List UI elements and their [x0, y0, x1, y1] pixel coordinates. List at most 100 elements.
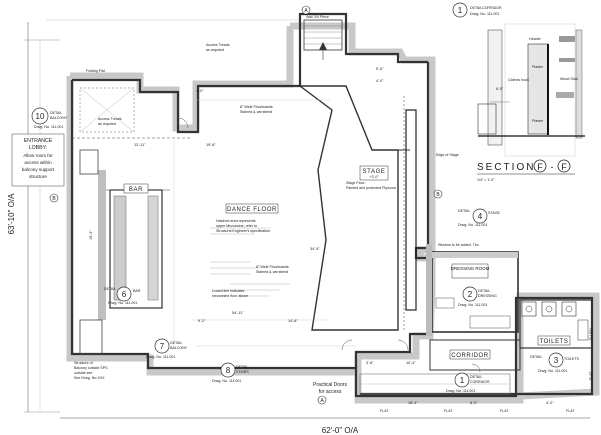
plan-small-labels: FLAT FLAT FLAT FLAT FLAT FLUSH: [380, 328, 593, 413]
lobby-line-1: ENTRANCE: [24, 138, 53, 144]
room-label-toilets: TOILETS: [539, 339, 568, 345]
room-label-dance-floor: DANCE FLOOR: [227, 207, 277, 213]
dim-8-0: 8'-0": [470, 401, 478, 405]
callout-bar: 6 DETAIL BAR Drwg. No. 111.001: [104, 286, 141, 305]
stage-floor-line-2: Painted and protected Plywood: [346, 186, 396, 190]
practical-doors-line-1: Practical Doors: [313, 382, 347, 388]
callout-line2: CORRIDOR: [470, 380, 490, 384]
floorboards-2-line-1: 8" Wide Floorboards: [256, 265, 289, 269]
structure-note-line-2: Balcony outside SPS: [74, 366, 108, 370]
dim-19-8: 19'-8": [206, 143, 216, 147]
floorboards-2-line-2: Stained & varnished: [256, 270, 288, 274]
callout-line1: DETAIL: [470, 375, 482, 379]
callout-line1: DETAIL: [470, 6, 482, 10]
callout-line2: STAGE: [488, 211, 501, 215]
room-label-corridor: CORRIDOR: [451, 353, 489, 359]
callout-line1: DETAIL: [458, 209, 470, 213]
callout-ref: Drwg. No. 111.001: [458, 223, 487, 227]
dressing-room-text: DRESSING ROOM: [451, 266, 490, 271]
callout-corridor-top: 1 DETAIL CORRIDOR Drwg. No. 111.001: [452, 2, 502, 18]
dance-note-line-1: Hatched area represents: [216, 219, 256, 223]
dimension-text: 19'-8" 12'-11" 54'-11" 14'-8" 34'-5" 19'…: [89, 67, 554, 405]
callout-line2: CORRIDOR: [482, 6, 502, 10]
callout-ref: Drwg. No. 111.001: [34, 125, 63, 129]
lobby-line-4: access within: [24, 160, 52, 165]
section-mark-sep: -: [551, 162, 554, 172]
section-label-plaster-lower: Plaster: [532, 119, 544, 123]
edge-of-stage-note: Edge of Stage: [436, 153, 459, 157]
callout-toilets: 3 DETAIL TOILETS Drwg. No. 111.001: [530, 352, 580, 373]
section-mark-left: F: [537, 162, 543, 172]
access-treads-left-line-1: Access Treads: [98, 117, 122, 121]
overall-height-dimension: 63'-10" O/A: [7, 193, 16, 234]
dim-19-4: 19'-4": [89, 230, 93, 240]
callout-number: 6: [122, 290, 127, 299]
section-title: SECTION: [477, 162, 535, 173]
callout-corridor-bottom: 1 DETAIL CORRIDOR Drwg. No. 111.001: [446, 372, 490, 393]
structure-note-line-1: Structure of: [74, 361, 93, 365]
access-treads-top-line-1: Access Treads: [206, 43, 230, 47]
dim-10-4: 10'-4": [406, 361, 416, 365]
flat-label-b: FLAT: [444, 409, 453, 413]
dim-14-8: 14'-8": [288, 319, 298, 323]
room-label-stage: STAGE: [363, 169, 386, 175]
room-label-dressing-room: DRESSING ROOM: [451, 266, 490, 271]
dim-54-11: 54'-11": [232, 311, 244, 315]
callout-line1: DETAIL: [236, 365, 248, 369]
entrance-lobby-note: ENTRANCE LOBBY: Allow room for access wi…: [11, 133, 65, 187]
callout-number: 2: [468, 290, 473, 299]
dim-34-5: 34'-5": [310, 247, 320, 251]
callout-line2: DRESSING: [478, 294, 497, 298]
callout-number: 4: [478, 212, 483, 221]
grid-mark-right: B: [436, 192, 440, 198]
drawing-notes: Practical Doors for access Access Treads…: [74, 15, 480, 395]
dim-5-6: 5'-6": [376, 67, 384, 71]
callout-ref: Drwg. No. 111.001: [538, 369, 567, 373]
access-treads-left-line-2: as required: [98, 122, 116, 126]
section-mark-right: F: [561, 162, 567, 172]
callout-line2: STAIRS: [236, 370, 249, 374]
dim-12-11: 12'-11": [134, 143, 146, 147]
callout-ref: Drwg. No. 111.001: [470, 12, 499, 16]
callout-ref: Drwg. No. 111.001: [446, 389, 475, 393]
section-label-stud: Wood Stud: [560, 77, 578, 81]
lobby-line-5: balcony support: [22, 167, 55, 172]
flat-label-d: FLAT: [566, 409, 575, 413]
lobby-line-3: Allow room for: [23, 153, 53, 158]
dim-3-8: 3'-8": [366, 361, 374, 365]
section-label-clothes-hook: Clothes hook: [508, 78, 529, 82]
callout-number: 10: [36, 112, 45, 121]
stage-floor-line-1: Stage Floor:: [346, 181, 366, 185]
callout-balcony-bottom: 7 DETAIL BALCONY Drwg. No. 111.001: [146, 338, 188, 359]
flat-label-a: FLAT: [380, 409, 389, 413]
flat-label-e: FLAT: [589, 371, 593, 380]
dim-9-2: 9'-2": [198, 319, 206, 323]
lobby-line-6: structure: [29, 174, 47, 179]
room-labels: BAR DANCE FLOOR STAGE +3'-0" DRESSING RO…: [123, 165, 571, 360]
callout-line2: BALCONY: [170, 346, 188, 350]
grid-mark-bottom: A: [320, 398, 324, 404]
callout-number: 1: [460, 376, 465, 385]
flush-label: FLUSH: [589, 328, 593, 340]
section-f-f: Header Plaster Plaster Clothes hook Wood…: [477, 23, 585, 182]
floorboards-line-2: Stained & varnished: [240, 110, 272, 114]
practical-doors-line-2: for access: [319, 389, 342, 395]
callout-dressing: 2 DETAIL DRESSING Drwg. No. 111.001: [458, 286, 497, 307]
dance-note-line-3: Structural Engineer's specification: [216, 229, 270, 233]
callout-line1: DETAIL: [50, 111, 62, 115]
dance-note-line-2: upper Mezzanine, refer to: [216, 224, 257, 228]
callout-ref: Drwg. No. 111.001: [146, 355, 175, 359]
room-label-bar: BAR: [129, 187, 143, 193]
callout-ref: Drwg. No. 111.001: [108, 301, 137, 305]
callout-number: 7: [160, 342, 165, 351]
detail-callouts: 1 DETAIL CORRIDOR Drwg. No. 111.001 10 D…: [31, 2, 580, 393]
window-note: Window to be added. Tbc.: [438, 243, 480, 247]
folding-flat-note: Folding Flat: [86, 69, 105, 73]
callout-line1: DETAIL: [170, 341, 182, 345]
callout-stage: 4 DETAIL STAGE Drwg. No. 111.001: [458, 208, 501, 227]
callout-line1: DETAIL: [530, 355, 542, 359]
structure-note-line-3: outside see: [74, 371, 92, 375]
dim-4-0-b: 4'-0": [546, 401, 554, 405]
balcony-note-line-2: mezzanine floor above: [212, 294, 248, 298]
